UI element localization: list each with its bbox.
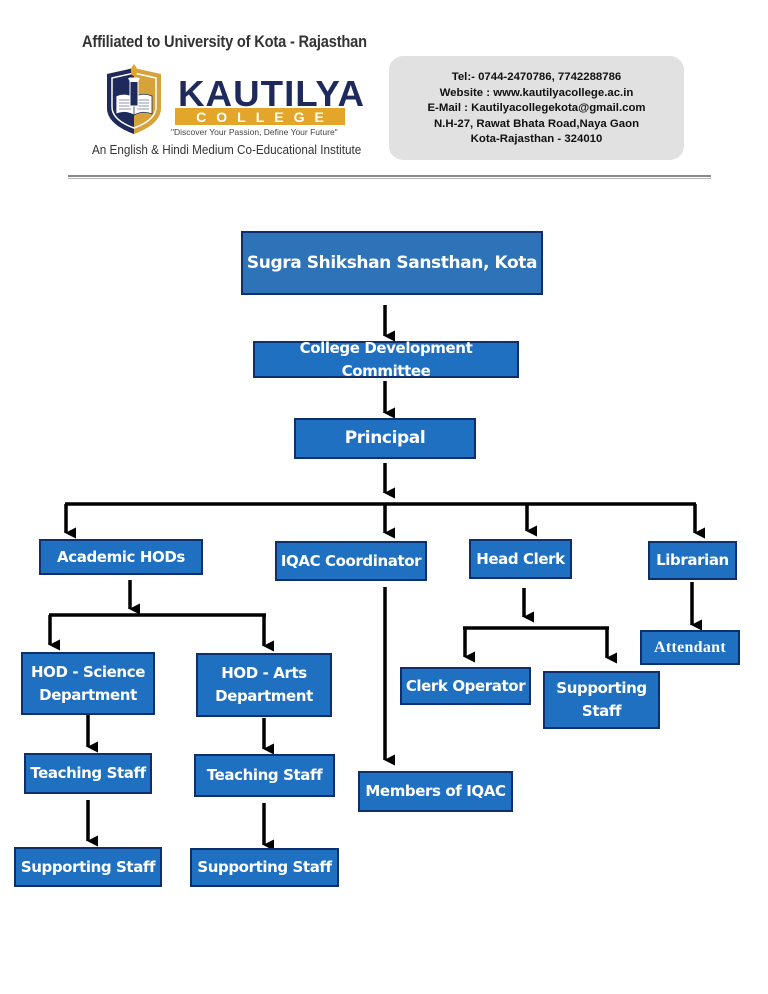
node-sansthan: Sugra Shikshan Sansthan, Kota xyxy=(241,231,543,295)
node-college-development-committee: College Development Committee xyxy=(253,339,519,380)
node-librarian: Librarian xyxy=(648,541,737,580)
node-hod-science: HOD - Science Department xyxy=(21,652,155,715)
brand-subtitle-bar: COLLEGE xyxy=(175,108,345,125)
contact-website: Website : www.kautilyacollege.ac.in xyxy=(439,86,634,99)
brand-tagline: "Discover Your Passion, Define Your Futu… xyxy=(171,127,338,137)
node-arts-supporting-staff: Supporting Staff xyxy=(190,848,339,887)
contact-address-line1: N.H-27, Rawat Bhata Road,Naya Gaon xyxy=(433,117,640,130)
node-principal: Principal xyxy=(294,418,476,459)
node-arts-teaching-staff: Teaching Staff xyxy=(194,754,335,797)
affiliation-heading: Affiliated to University of Kota - Rajas… xyxy=(82,32,367,51)
college-crest-icon xyxy=(107,64,161,134)
node-clerk-operator: Clerk Operator xyxy=(400,667,531,705)
brand-name: KAUTILYA xyxy=(178,73,366,114)
node-hod-arts: HOD - Arts Department xyxy=(196,653,332,717)
node-science-supporting-staff: Supporting Staff xyxy=(14,847,162,887)
header-divider xyxy=(68,175,711,177)
node-iqac-coordinator: IQAC Coordinator xyxy=(275,541,427,581)
node-attendant: Attendant xyxy=(640,630,740,665)
contact-address-line2: Kota-Rajasthan - 324010 xyxy=(470,133,603,146)
node-head-clerk: Head Clerk xyxy=(469,539,572,579)
brand-subtitle: COLLEGE xyxy=(196,108,334,125)
node-science-teaching-staff: Teaching Staff xyxy=(24,753,152,794)
node-members-iqac: Members of IQAC xyxy=(358,771,513,812)
contact-email: E-Mail : Kautilyacollegekota@gmail.com xyxy=(427,102,646,115)
institute-medium: An English & Hindi Medium Co-Educational… xyxy=(92,142,362,157)
node-office-supporting-staff: Supporting Staff xyxy=(543,671,660,729)
contact-tel: Tel:- 0744-2470786, 7742288786 xyxy=(451,71,622,84)
contact-box: Tel:- 0744-2470786, 7742288786 Website :… xyxy=(389,56,684,160)
header-divider-shadow xyxy=(68,178,711,179)
node-academic-hods: Academic HODs xyxy=(39,539,203,575)
